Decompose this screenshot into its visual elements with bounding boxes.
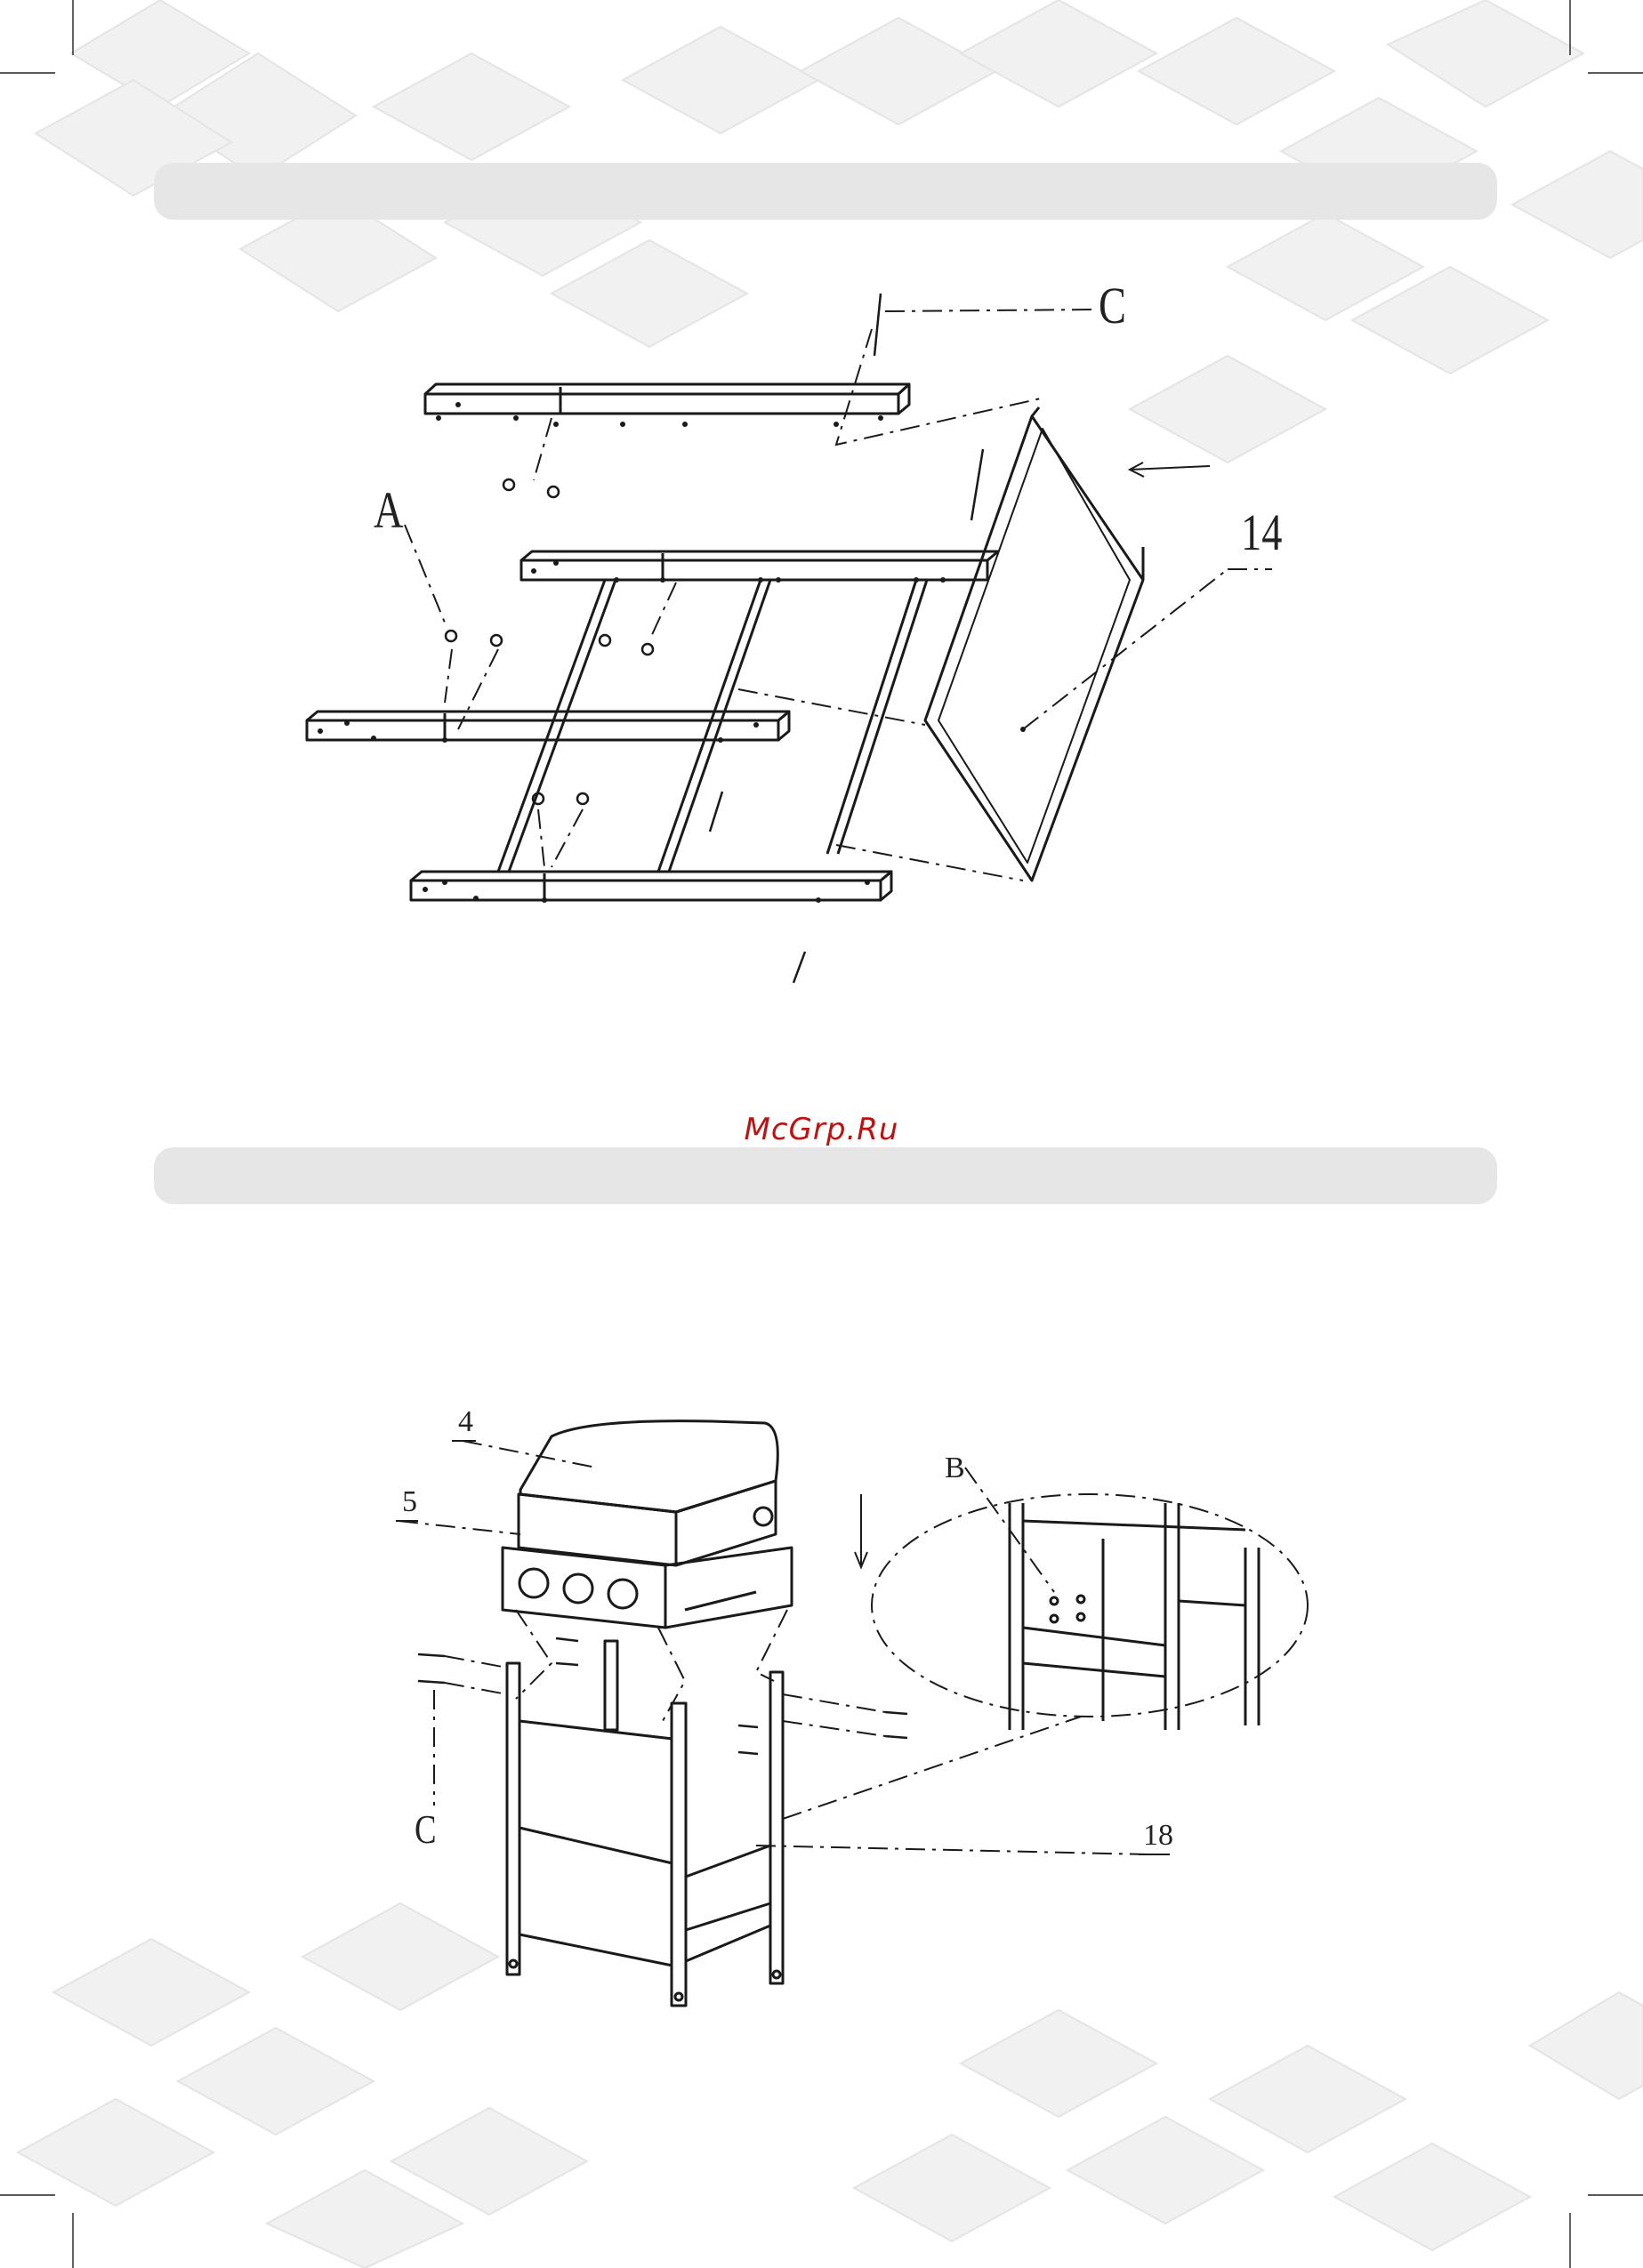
callout-part-18: 18 — [1143, 1819, 1173, 1853]
callout-b: B — [945, 1452, 965, 1485]
callout-part-4: 4 — [458, 1405, 473, 1439]
callout-part-5: 5 — [402, 1485, 417, 1519]
cart-frame-18 — [507, 1641, 783, 2006]
detail-view-b — [1010, 1503, 1259, 1730]
grill-body-5 — [503, 1481, 792, 1628]
callout-c-bottom: C — [415, 1806, 437, 1853]
direction-arrow-down — [855, 1494, 867, 1567]
